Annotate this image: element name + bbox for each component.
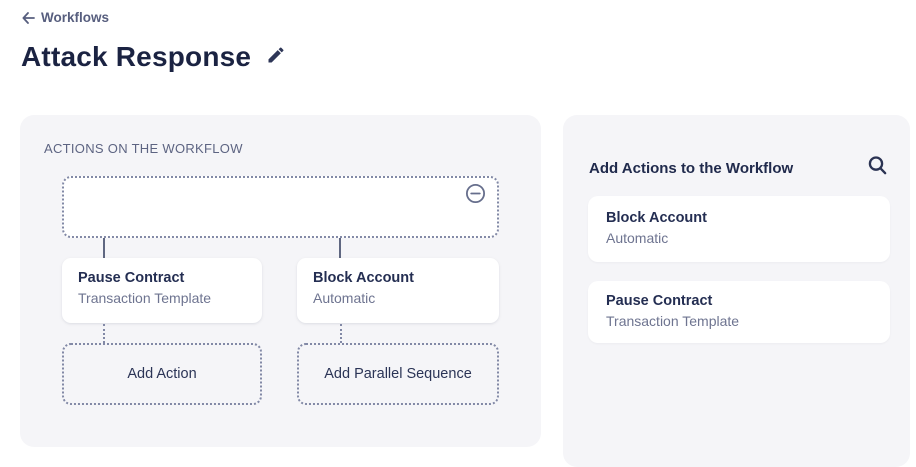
- node-subtitle: Transaction Template: [78, 290, 212, 306]
- dotted-connector: [340, 324, 342, 343]
- library-item-title: Pause Contract: [606, 293, 713, 309]
- dotted-connector: [103, 324, 105, 343]
- action-library-panel: Add Actions to the Workflow Block Accoun…: [563, 115, 910, 467]
- library-item-subtitle: Transaction Template: [606, 313, 740, 329]
- connector-line: [103, 238, 105, 258]
- workflow-node-pause-contract[interactable]: Pause Contract Transaction Template: [62, 258, 262, 323]
- action-library-title: Add Actions to the Workflow: [589, 159, 794, 177]
- library-item-pause-contract[interactable]: Pause Contract Transaction Template: [588, 281, 890, 343]
- back-link-label: Workflows: [41, 10, 110, 25]
- edit-title-button[interactable]: [265, 46, 287, 68]
- library-item-subtitle: Automatic: [606, 230, 669, 246]
- workflow-canvas-panel: ACTIONS ON THE WORKFLOW Pause Contract T…: [20, 115, 541, 447]
- node-title: Pause Contract: [78, 270, 185, 286]
- minus-circle-icon: [465, 183, 486, 209]
- back-to-workflows-link[interactable]: Workflows: [22, 10, 109, 25]
- add-action-button[interactable]: Add Action: [62, 343, 262, 405]
- pencil-icon: [266, 45, 286, 70]
- search-actions-button[interactable]: [866, 155, 888, 181]
- page-title: Attack Response: [21, 41, 252, 72]
- workflow-node-block-account[interactable]: Block Account Automatic: [297, 258, 499, 323]
- node-subtitle: Automatic: [313, 290, 376, 306]
- page-title-row: Attack Response: [21, 41, 287, 73]
- remove-node-button[interactable]: [465, 183, 486, 209]
- workflow-root-node[interactable]: [62, 176, 499, 238]
- workflow-panel-label: ACTIONS ON THE WORKFLOW: [44, 141, 243, 156]
- action-library-header: Add Actions to the Workflow: [589, 155, 888, 181]
- library-item-title: Block Account: [606, 210, 707, 226]
- add-action-label: Add Action: [127, 366, 197, 382]
- search-icon: [867, 155, 888, 181]
- connector-line: [339, 238, 341, 258]
- add-parallel-sequence-label: Add Parallel Sequence: [324, 366, 472, 382]
- node-title: Block Account: [313, 270, 414, 286]
- library-item-block-account[interactable]: Block Account Automatic: [588, 196, 890, 262]
- back-arrow-icon: [22, 11, 35, 24]
- add-parallel-sequence-button[interactable]: Add Parallel Sequence: [297, 343, 499, 405]
